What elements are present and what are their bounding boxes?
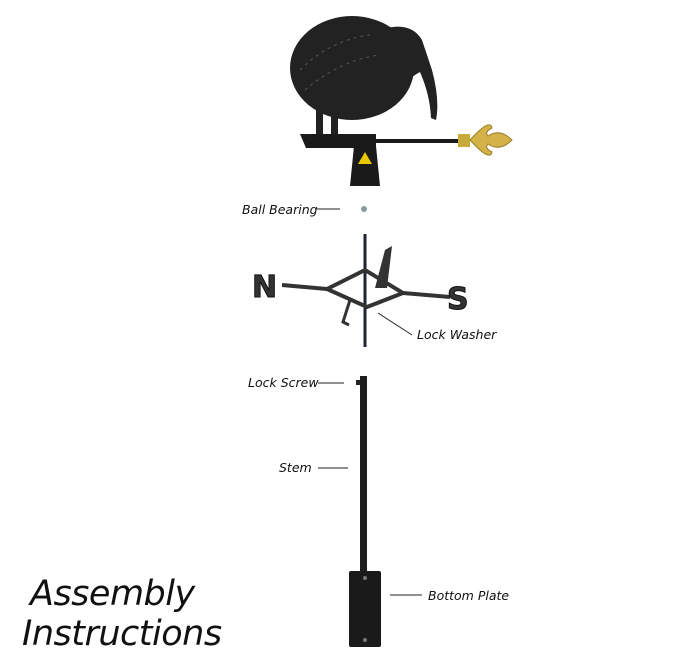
stem (360, 376, 367, 576)
south-letter: S (447, 282, 469, 317)
stem-label: Stem (279, 460, 312, 475)
ball-bearing (361, 206, 367, 212)
lock-washer-label: Lock Washer (417, 327, 497, 342)
compass-directionals: N S (252, 234, 469, 347)
fleur-de-lis (458, 124, 513, 156)
lock-washer-leader (377, 312, 413, 336)
title-line-1: Assembly (28, 574, 196, 614)
kiwi-figure (290, 16, 462, 186)
title-line-2: Instructions (22, 614, 222, 654)
lock-screw-label: Lock Screw (248, 375, 319, 390)
bottom-plate (349, 571, 381, 647)
lock-screw (356, 380, 360, 385)
bottom-plate-label: Bottom Plate (428, 588, 509, 603)
north-letter: N (252, 270, 277, 305)
ball-bearing-label: Ball Bearing (242, 202, 318, 217)
